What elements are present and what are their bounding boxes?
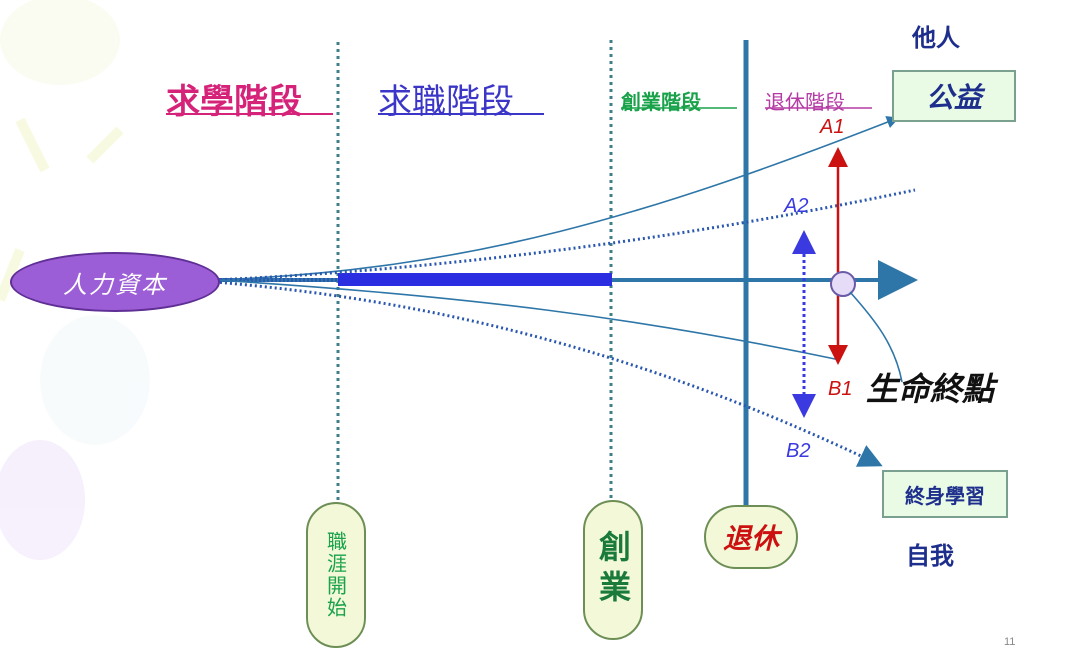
human-capital-node: 人力資本 xyxy=(10,252,220,312)
job-seeking-bar xyxy=(338,273,612,286)
public-good-box: 公益 xyxy=(892,70,1016,122)
career-start-marker: 職涯開始 xyxy=(306,502,366,648)
self-label: 自我 xyxy=(906,541,954,570)
label-b2: B2 xyxy=(786,440,811,462)
others-label: 他人 xyxy=(912,23,960,52)
end-of-life-pointer xyxy=(849,291,903,383)
dotted-curve-lower xyxy=(214,280,883,467)
startup-label: 創業 xyxy=(594,530,632,610)
retire-label: 退休 xyxy=(722,522,779,555)
background-decoration xyxy=(0,0,150,560)
end-of-life-node xyxy=(830,271,856,297)
stage-study-label: 求學階段 xyxy=(166,82,302,122)
curve-to-end-of-life xyxy=(214,279,841,361)
career-start-label: 職涯開始 xyxy=(323,531,348,619)
startup-marker: 創業 xyxy=(583,500,643,640)
label-a2: A2 xyxy=(784,195,809,217)
curve-to-public-good xyxy=(214,116,900,281)
lifelong-learning-label: 終身學習 xyxy=(905,483,985,508)
end-of-life-label: 生命終點 xyxy=(866,370,995,408)
label-b1: B1 xyxy=(828,378,853,400)
stage-entrepreneurship-label: 創業階段 xyxy=(621,90,701,114)
retire-marker: 退休 xyxy=(704,505,798,569)
human-capital-label: 人力資本 xyxy=(63,270,167,299)
stage-job-seeking-label: 求職階段 xyxy=(378,82,514,122)
lifelong-learning-box: 終身學習 xyxy=(882,470,1008,518)
page-number: 11 xyxy=(1004,636,1016,648)
label-a1: A1 xyxy=(820,116,845,138)
dotted-curve-upper xyxy=(214,188,916,282)
public-good-label: 公益 xyxy=(925,81,982,114)
stage-retirement-label: 退休階段 xyxy=(765,90,845,114)
